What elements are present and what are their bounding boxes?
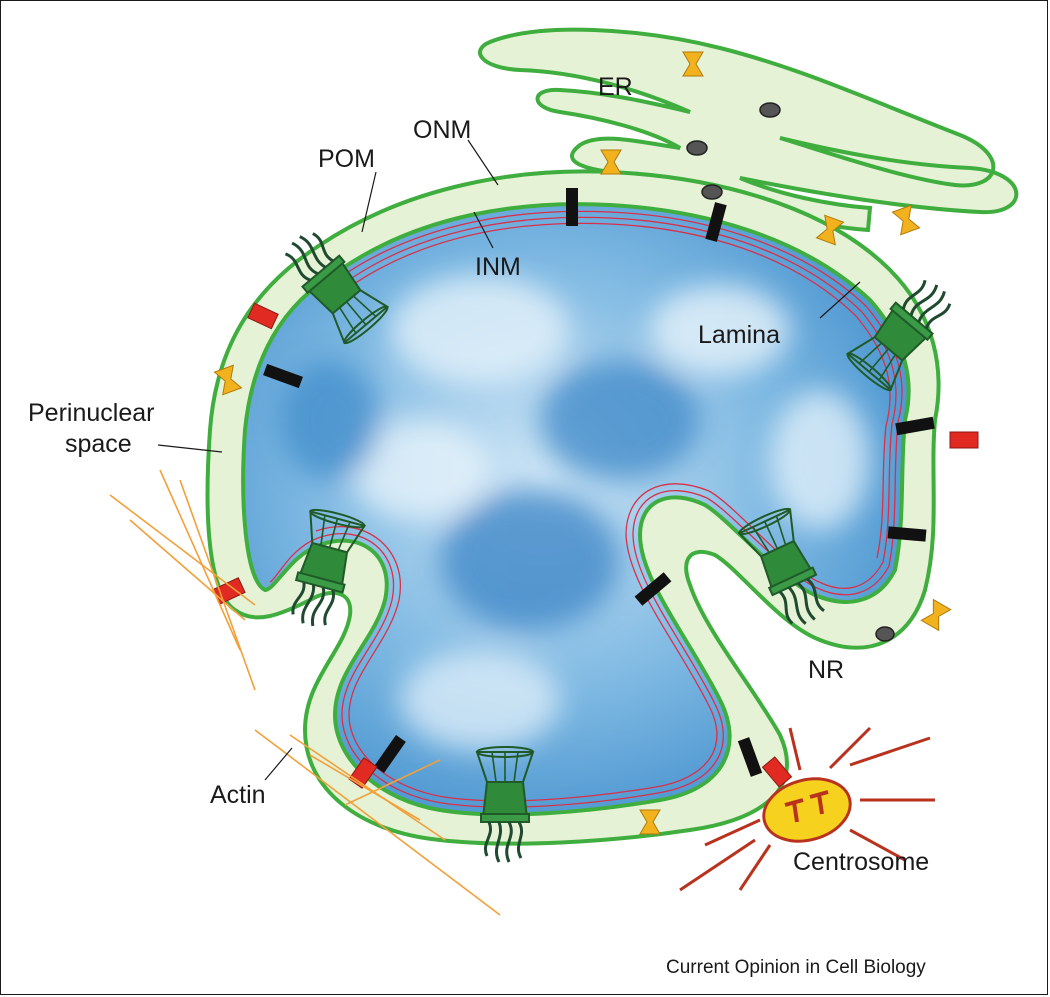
ribosome-icon — [875, 626, 895, 642]
label-er: ER — [598, 73, 633, 101]
sun-protein-icon — [634, 572, 672, 606]
centrosome-icon — [762, 777, 852, 843]
label-perinuclear-line2: space — [65, 430, 132, 458]
sun-protein-icon — [705, 202, 727, 242]
er-protein-icon — [639, 809, 661, 835]
er-protein-icon — [682, 51, 704, 77]
label-nr: NR — [808, 656, 844, 684]
label-lamina: Lamina — [698, 321, 780, 349]
actin-filament-icon — [309, 754, 421, 821]
ribosome-icon — [759, 102, 781, 118]
label-centrosome: Centrosome — [793, 848, 929, 876]
ribosome-icon — [701, 184, 723, 200]
actin-filament-icon — [289, 734, 446, 841]
er-membrane-proteins — [213, 51, 952, 835]
er-protein-icon — [213, 364, 243, 396]
label-pom: POM — [318, 145, 375, 173]
actin-filament-icon — [179, 479, 256, 691]
sun-protein-icon — [566, 188, 578, 226]
sun-protein-icon — [895, 416, 935, 436]
actin-filament-icon — [129, 519, 246, 621]
nesprin-protein-icon — [949, 431, 979, 449]
nuclear-lamina — [269, 210, 903, 808]
label-perinuclear-line1: Perinuclear — [28, 399, 154, 427]
actin-filament-icon — [109, 494, 256, 606]
label-leader-lines — [157, 139, 861, 781]
sun-protein-icon — [374, 734, 406, 774]
label-onm: ONM — [413, 116, 471, 144]
endoplasmic-reticulum — [478, 27, 1019, 233]
nucleoplasm — [241, 202, 911, 817]
centrosome — [679, 726, 935, 892]
sun-protein-icon — [737, 737, 763, 777]
actin-filament-icon — [254, 729, 501, 916]
actin-filaments — [109, 469, 501, 916]
er-protein-icon — [891, 204, 921, 236]
actin-filament-icon — [344, 759, 441, 806]
actin-filament-icon — [159, 469, 241, 651]
ribosomes — [686, 102, 895, 642]
er-protein-icon — [815, 214, 845, 246]
label-actin: Actin — [210, 781, 266, 809]
nesprin-protein-icon — [247, 302, 279, 330]
er-protein-icon — [600, 149, 622, 175]
nesprin-protein-icon — [761, 756, 793, 788]
sun-protein-icon — [887, 526, 927, 542]
figure-credit: Current Opinion in Cell Biology — [666, 957, 926, 978]
ribosome-icon — [686, 140, 708, 156]
label-inm: INM — [475, 253, 521, 281]
sun-proteins — [263, 188, 935, 777]
diagram-labels: ER ONM POM INM Lamina Perinuclear space … — [28, 73, 929, 978]
sun-protein-icon — [263, 363, 303, 389]
er-protein-icon — [920, 598, 952, 632]
